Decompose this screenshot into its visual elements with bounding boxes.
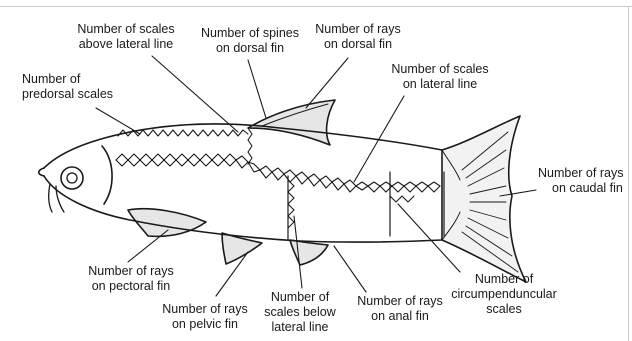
circumpeduncular-scales xyxy=(390,196,414,202)
caudal-fin xyxy=(442,116,526,282)
operculum xyxy=(102,146,112,204)
leader-spines-dorsal xyxy=(248,60,266,118)
eye-inner xyxy=(67,173,77,183)
label-rays-dorsal-fin: Number of rays on dorsal fin xyxy=(298,22,418,52)
lateral-line-upper-zigzag xyxy=(116,154,440,186)
label-scales-lateral-line: Number of scales on lateral line xyxy=(374,62,506,92)
leader-predorsal xyxy=(96,108,140,134)
label-circumpeduncular-scales: Number of circumpenduncular scales xyxy=(440,272,568,317)
snout xyxy=(39,168,44,176)
dorsal-fin xyxy=(248,100,335,145)
label-rays-pectoral-fin: Number of rays on pectoral fin xyxy=(66,264,196,294)
leader-scales-lateral xyxy=(354,96,404,182)
barbel-2 xyxy=(49,184,52,212)
lateral-line-lower-zigzag xyxy=(116,160,440,192)
fish-body-lower xyxy=(44,176,442,242)
eye-outer xyxy=(61,167,83,189)
label-scales-below-lateral-line: Number of scales below lateral line xyxy=(252,290,348,335)
label-rays-pelvic-fin: Number of rays on pelvic fin xyxy=(146,302,264,332)
scales-below-lateral-line-row xyxy=(288,180,294,228)
leader-scales-above xyxy=(152,56,238,132)
label-rays-caudal-fin: Number of rays on caudal fin xyxy=(538,166,623,196)
scales-above-lateral-line-row xyxy=(248,128,252,164)
leader-rays-anal xyxy=(334,246,366,292)
label-spines-dorsal-fin: Number of spines on dorsal fin xyxy=(186,26,314,56)
label-scales-above-lateral-line: Number of scales above lateral line xyxy=(56,22,196,52)
label-predorsal-scales: Number of predorsal scales xyxy=(22,72,113,102)
anal-fin xyxy=(290,240,328,265)
